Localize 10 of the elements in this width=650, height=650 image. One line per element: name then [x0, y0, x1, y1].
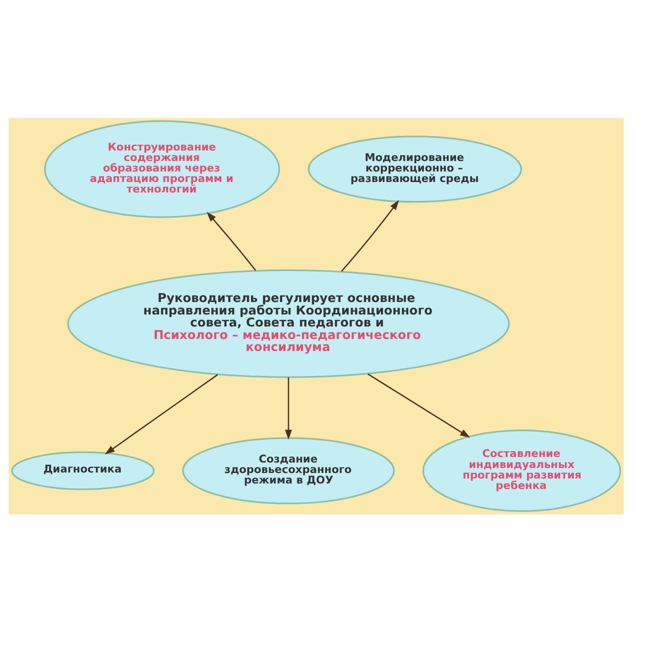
arrow: [341, 200, 400, 272]
arrow: [367, 373, 470, 438]
node-ellipse: Диагностика: [11, 451, 155, 490]
arrow: [284, 377, 292, 440]
node-ellipse: Руководитель регулирует основные направления работы Координационного совета, Совета педагогов и Психолого – медико-педагогического консилиума: [67, 269, 510, 378]
node-ellipse: Создание здоровьесохранного режима в ДОУ: [182, 437, 395, 504]
node-ellipse: Конструирование содержания образования через адаптацию программ и технологий: [44, 120, 280, 218]
arrow: [104, 374, 218, 454]
arrow: [206, 212, 256, 271]
node-ellipse: Моделирование коррекционно – развивающей среды: [308, 136, 522, 203]
